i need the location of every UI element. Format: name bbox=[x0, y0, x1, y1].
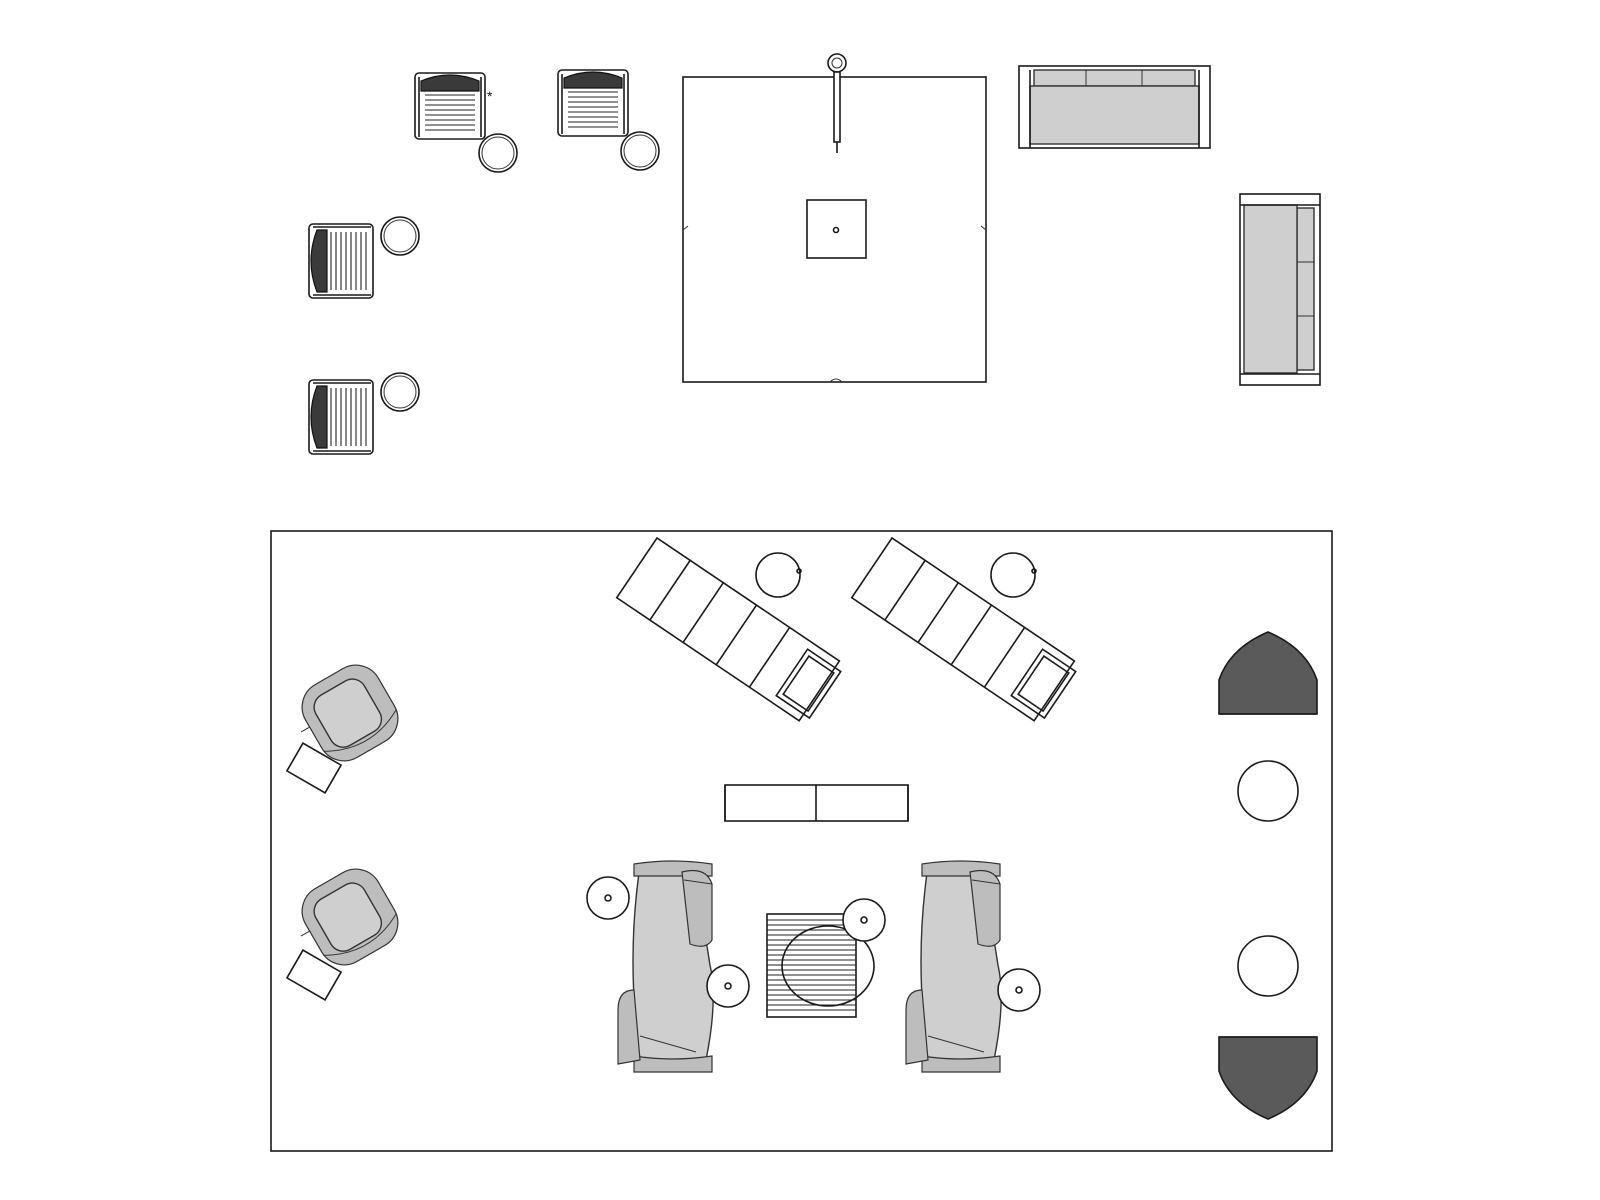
armchair-left-2 bbox=[300, 868, 399, 966]
side-table-loveseat-left-2 bbox=[706, 964, 750, 1008]
side-table-lounger-2 bbox=[990, 552, 1037, 598]
sun-lounger-1 bbox=[615, 536, 842, 722]
svg-text:*: * bbox=[487, 88, 493, 104]
slatted-chair-4 bbox=[308, 379, 374, 455]
shell-chair-right-2 bbox=[1218, 1036, 1318, 1120]
side-table-square-1 bbox=[285, 742, 343, 794]
slatted-chair-3 bbox=[308, 223, 374, 299]
side-table-loveseat-left-1 bbox=[586, 876, 630, 920]
side-table-round-2 bbox=[620, 131, 660, 171]
loveseat-right bbox=[905, 860, 1002, 1073]
center-bench bbox=[724, 784, 909, 822]
armchair-left-1 bbox=[300, 664, 399, 762]
side-table-round-1 bbox=[478, 133, 518, 173]
side-table-round-4 bbox=[380, 372, 420, 412]
slatted-chair-2 bbox=[557, 69, 629, 137]
shell-chair-right-1 bbox=[1218, 631, 1318, 715]
sun-lounger-2 bbox=[850, 536, 1077, 722]
side-table-loveseat-right bbox=[997, 968, 1041, 1012]
round-table-right-2 bbox=[1237, 935, 1299, 997]
side-table-coffee bbox=[842, 898, 886, 942]
side-table-lounger-1 bbox=[755, 552, 802, 598]
coffee-table-slatted bbox=[766, 913, 875, 1018]
side-table-square-2 bbox=[285, 949, 343, 1001]
slatted-chair-1: * bbox=[414, 72, 493, 140]
sofa-three-seat-vertical bbox=[1239, 193, 1321, 386]
round-table-right-1 bbox=[1237, 760, 1299, 822]
sofa-three-seat-horizontal bbox=[1018, 65, 1211, 149]
area-rug-boundary bbox=[270, 530, 1333, 1152]
loveseat-left bbox=[617, 860, 714, 1073]
umbrella-crank-handle bbox=[827, 53, 847, 153]
side-table-round-3 bbox=[380, 216, 420, 256]
